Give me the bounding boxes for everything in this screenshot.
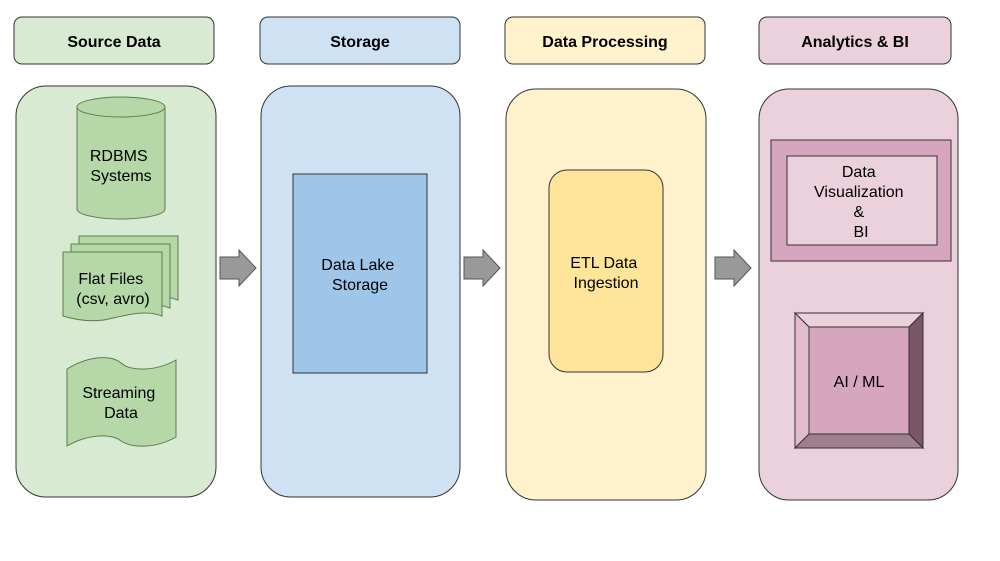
data-lake-storage-label: Data Lake Storage: [321, 257, 398, 294]
arrow-storage-to-processing: [463, 248, 501, 288]
header-data-processing: Data Processing: [504, 16, 706, 65]
arrow-source-to-storage: [219, 248, 257, 288]
header-source-data-label: Source Data: [67, 34, 160, 51]
ai-ml-label: AI / ML: [834, 374, 885, 391]
etl-data-ingestion-node: ETL Data Ingestion: [548, 169, 664, 373]
etl-data-ingestion-label: ETL Data Ingestion: [570, 255, 641, 292]
header-source-data: Source Data: [13, 16, 215, 65]
header-data-processing-label: Data Processing: [542, 34, 667, 51]
flat-files-label: Flat Files (csv, avro): [76, 271, 149, 308]
ai-ml-node: AI / ML: [793, 311, 925, 450]
streaming-data-node: Streaming Data: [66, 357, 177, 447]
rdbms-systems-label: RDBMS Systems: [90, 148, 152, 185]
rdbms-systems-node: RDBMS Systems: [76, 96, 166, 220]
data-visualization-bi-node: Data Visualization & BI: [770, 139, 952, 262]
data-visualization-bi-label: Data Visualization & BI: [814, 164, 908, 241]
header-analytics-bi-label: Analytics & BI: [801, 34, 909, 51]
streaming-data-label: Streaming Data: [82, 385, 159, 422]
flat-files-node: Flat Files (csv, avro): [62, 235, 179, 322]
header-storage: Storage: [259, 16, 461, 65]
header-storage-label: Storage: [330, 34, 390, 51]
arrow-processing-to-analytics: [714, 248, 752, 288]
header-analytics-bi: Analytics & BI: [758, 16, 952, 65]
data-lake-storage-node: Data Lake Storage: [292, 173, 428, 374]
